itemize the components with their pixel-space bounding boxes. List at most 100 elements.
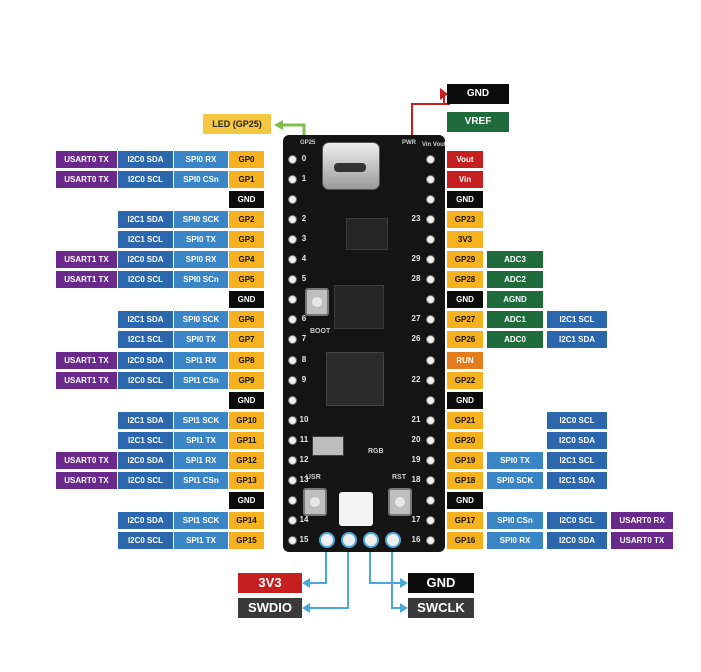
right-adc-label: ADC2 [487, 271, 543, 288]
left-spi-label: SPI0 SCK [174, 211, 228, 228]
left-pin-label: GP6 [229, 311, 264, 328]
left-i2c-label: I2C1 SDA [118, 412, 173, 429]
right-uart-label: USART0 RX [611, 512, 673, 529]
left-header-pin [288, 356, 297, 365]
left-i2c-label: I2C0 SDA [118, 251, 173, 268]
led-gp25-label: LED (GP25) [203, 114, 271, 134]
right-spi-label: SPI0 TX [487, 452, 543, 469]
right-pin-label: GP19 [447, 452, 483, 469]
right-header-pin [426, 155, 435, 164]
right-header-pin [426, 295, 435, 304]
left-i2c-label: I2C1 SCL [118, 231, 173, 248]
flash-chip [334, 285, 384, 329]
left-pin-label: GP8 [229, 352, 264, 369]
left-pin-number: 8 [301, 355, 307, 364]
left-pin-label: GND [229, 492, 264, 509]
right-pin-label: Vout [447, 151, 483, 168]
right-pin-number: 19 [411, 455, 421, 464]
left-spi-label: SPI1 CSn [174, 372, 228, 389]
debug-pad-swclk [385, 532, 401, 548]
right-pin-label: RUN [447, 352, 483, 369]
right-i2c-label: I2C0 SDA [547, 532, 607, 549]
right-pin-label: GP16 [447, 532, 483, 549]
left-i2c-label: I2C0 SDA [118, 151, 173, 168]
left-header-pin [288, 335, 297, 344]
right-pin-label: GP29 [447, 251, 483, 268]
right-pin-label: GND [447, 191, 483, 208]
left-spi-label: SPI0 CSn [174, 171, 228, 188]
right-pin-number: 28 [411, 274, 421, 283]
left-header-pin [288, 155, 297, 164]
boot-button [305, 288, 329, 316]
left-pin-number: 2 [301, 214, 307, 223]
left-i2c-label: I2C0 SCL [118, 171, 173, 188]
right-i2c-label: I2C0 SCL [547, 512, 607, 529]
right-header-pin [426, 516, 435, 525]
left-pin-number: 15 [299, 535, 309, 544]
left-pin-label: GP7 [229, 331, 264, 348]
left-pin-label: GP5 [229, 271, 264, 288]
left-header-pin [288, 396, 297, 405]
left-spi-label: SPI1 RX [174, 352, 228, 369]
right-header-pin [426, 436, 435, 445]
right-header-pin [426, 315, 435, 324]
right-pin-number: 27 [411, 314, 421, 323]
led-arrow-head [274, 120, 283, 130]
right-header-pin [426, 396, 435, 405]
left-header-pin [288, 255, 297, 264]
right-pin-label: GP26 [447, 331, 483, 348]
left-pin-number: 14 [299, 515, 309, 524]
vref-arrow-head [440, 88, 448, 100]
right-i2c-label: I2C0 SDA [547, 432, 607, 449]
right-pin-label: GP21 [447, 412, 483, 429]
left-spi-label: SPI0 RX [174, 251, 228, 268]
left-i2c-label: I2C1 SCL [118, 331, 173, 348]
right-adc-label: ADC3 [487, 251, 543, 268]
left-header-pin [288, 295, 297, 304]
left-pin-number: 10 [299, 415, 309, 424]
right-pin-label: GP23 [447, 211, 483, 228]
left-spi-label: SPI1 SCK [174, 412, 228, 429]
right-pin-number: 23 [411, 214, 421, 223]
left-header-pin [288, 175, 297, 184]
right-pin-number: 26 [411, 334, 421, 343]
debug-line-swclk [391, 540, 402, 609]
left-uart-label: USART0 TX [56, 452, 117, 469]
right-header-pin [426, 476, 435, 485]
right-adc-label: ADC0 [487, 331, 543, 348]
silk-rst: RST [392, 474, 406, 481]
left-pin-label: GP12 [229, 452, 264, 469]
right-pin-label: GP18 [447, 472, 483, 489]
left-uart-label: USART0 TX [56, 171, 117, 188]
right-spi-label: SPI0 SCK [487, 472, 543, 489]
right-header-pin [426, 416, 435, 425]
left-spi-label: SPI0 SCn [174, 271, 228, 288]
right-uart-label: USART0 TX [611, 532, 673, 549]
left-spi-label: SPI1 TX [174, 432, 228, 449]
left-spi-label: SPI1 SCK [174, 512, 228, 529]
left-pin-label: GP3 [229, 231, 264, 248]
left-pin-label: GND [229, 191, 264, 208]
left-spi-label: SPI1 TX [174, 532, 228, 549]
bottom-3v3-label: 3V3 [238, 573, 302, 593]
left-header-pin [288, 416, 297, 425]
left-header-pin [288, 536, 297, 545]
silk-boot: BOOT [310, 328, 331, 335]
left-spi-label: SPI0 RX [174, 151, 228, 168]
right-pin-number: 22 [411, 375, 421, 384]
right-i2c-label: I2C1 SDA [547, 472, 607, 489]
right-header-pin [426, 275, 435, 284]
right-pin-label: Vin [447, 171, 483, 188]
left-pin-number: 1 [301, 174, 307, 183]
left-header-pin [288, 476, 297, 485]
left-uart-label: USART1 TX [56, 372, 117, 389]
right-pin-label: GP17 [447, 512, 483, 529]
left-pin-label: GP1 [229, 171, 264, 188]
right-pin-number: 29 [411, 254, 421, 263]
rst-button [388, 488, 412, 516]
left-i2c-label: I2C1 SDA [118, 311, 173, 328]
left-spi-label: SPI0 SCK [174, 311, 228, 328]
left-spi-label: SPI0 TX [174, 331, 228, 348]
left-uart-label: USART1 TX [56, 271, 117, 288]
right-pin-number: 16 [411, 535, 421, 544]
